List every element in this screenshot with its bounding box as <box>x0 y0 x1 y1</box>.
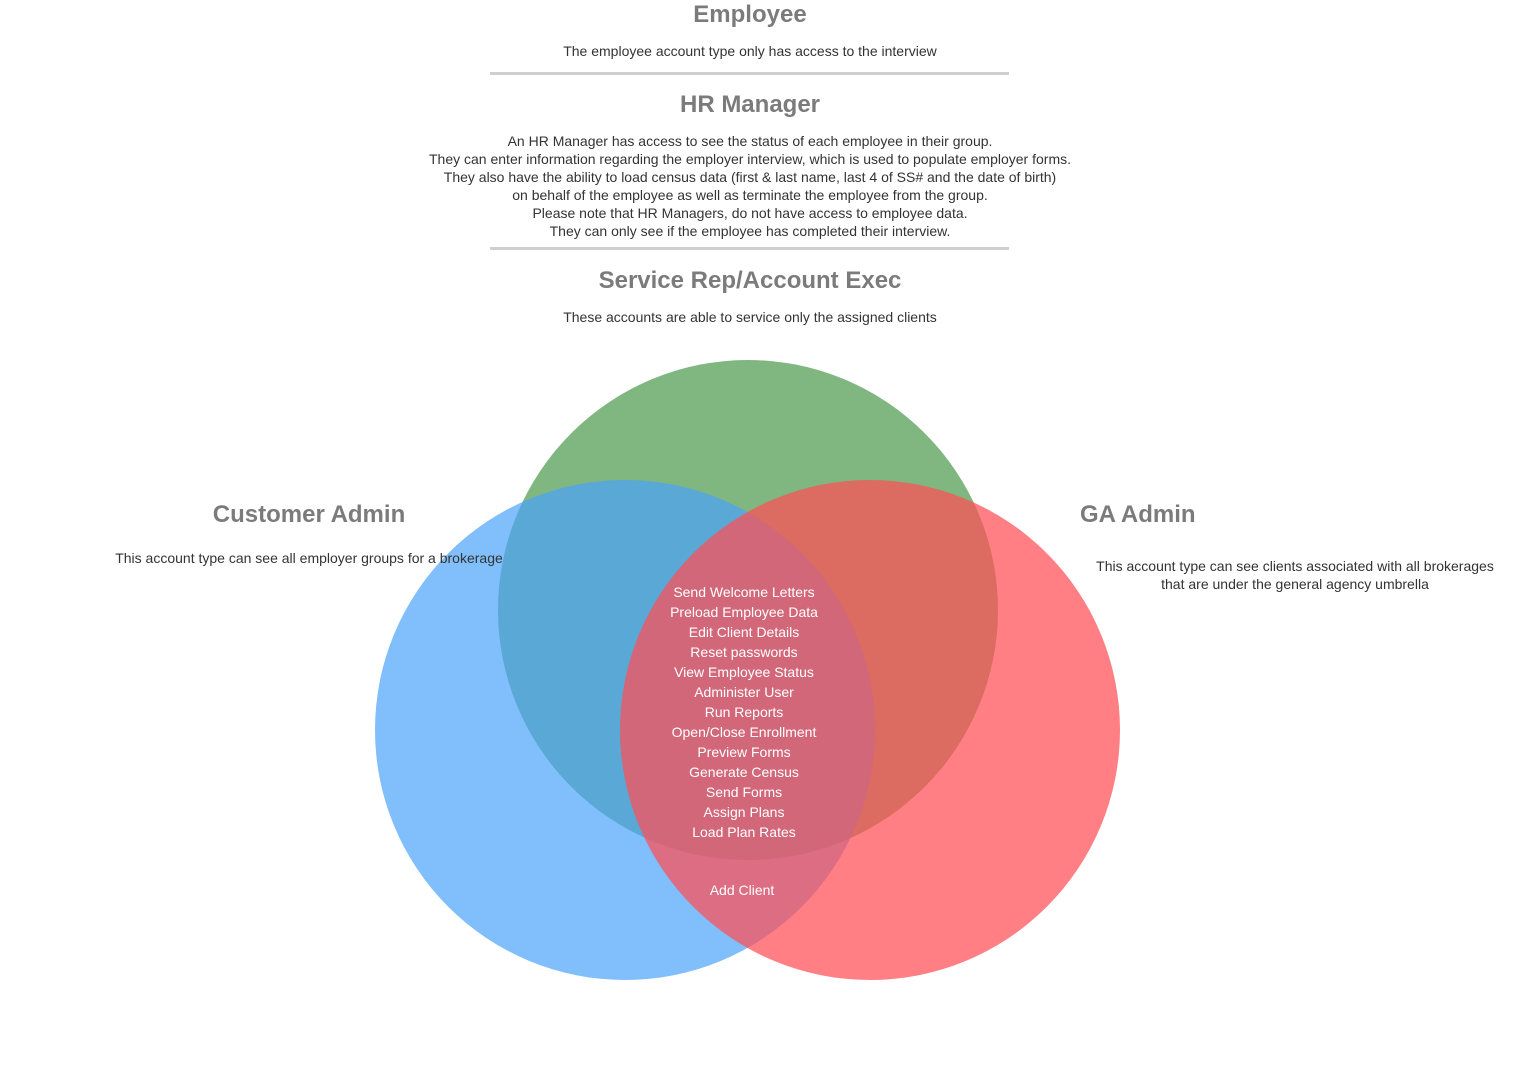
section-divider <box>490 72 1009 75</box>
permission-label: Edit Client Details <box>689 624 800 640</box>
permission-label: Load Plan Rates <box>692 824 796 840</box>
service-rep-title: Service Rep/Account Exec <box>598 267 902 294</box>
hr-manager-description-line: They can enter information regarding the… <box>429 151 1071 167</box>
section-divider <box>490 247 1009 250</box>
ga-admin-title: GA Admin <box>1080 501 1196 528</box>
hr-manager-description-line: Please note that HR Managers, do not hav… <box>532 205 968 221</box>
hr-manager-section: HR Manager An HR Manager has access to s… <box>0 90 1500 240</box>
hr-manager-description-line: An HR Manager has access to see the stat… <box>507 133 993 149</box>
permission-label: Assign Plans <box>704 804 785 820</box>
ga-admin-circle <box>620 480 1120 980</box>
hr-manager-title: HR Manager <box>679 91 821 118</box>
customer-admin-description: This account type can see all employer g… <box>115 550 503 566</box>
hr-manager-description: An HR Manager has access to see the stat… <box>0 132 1500 240</box>
ga-admin-description-line: This account type can see clients associ… <box>1096 558 1494 574</box>
employee-title: Employee <box>693 1 807 28</box>
permission-label: Generate Census <box>689 764 799 780</box>
hr-manager-description-line: They also have the ability to load censu… <box>443 169 1057 185</box>
employee-section: Employee The employee account type only … <box>0 0 1500 60</box>
permission-label: Open/Close Enrollment <box>672 724 817 740</box>
hr-manager-description-line: on behalf of the employee as well as ter… <box>512 187 988 203</box>
permission-label: View Employee Status <box>674 664 814 680</box>
permission-label: Administer User <box>694 684 794 700</box>
customer-ga-permission-list: Add Client <box>710 882 775 898</box>
permission-label: Send Forms <box>706 784 782 800</box>
hr-manager-description-line: They can only see if the employee has co… <box>549 223 951 239</box>
ga-admin-description-line: that are under the general agency umbrel… <box>1161 576 1429 592</box>
permission-label: Preload Employee Data <box>670 604 818 620</box>
ga-admin-description: This account type can see clients associ… <box>1080 557 1510 593</box>
service-rep-description: These accounts are able to service only … <box>563 309 937 325</box>
permission-label: Send Welcome Letters <box>673 584 814 600</box>
permission-label: Reset passwords <box>690 644 797 660</box>
customer-admin-title: Customer Admin <box>212 501 406 528</box>
customer-admin-section: Customer Admin This account type can see… <box>0 500 618 567</box>
permission-label: Add Client <box>710 882 775 898</box>
ga-admin-section: GA Admin This account type can see clien… <box>1080 500 1510 593</box>
employee-description: The employee account type only has acces… <box>563 43 937 59</box>
service-rep-section: Service Rep/Account Exec These accounts … <box>0 266 1500 326</box>
permission-label: Run Reports <box>705 704 784 720</box>
permission-label: Preview Forms <box>697 744 790 760</box>
